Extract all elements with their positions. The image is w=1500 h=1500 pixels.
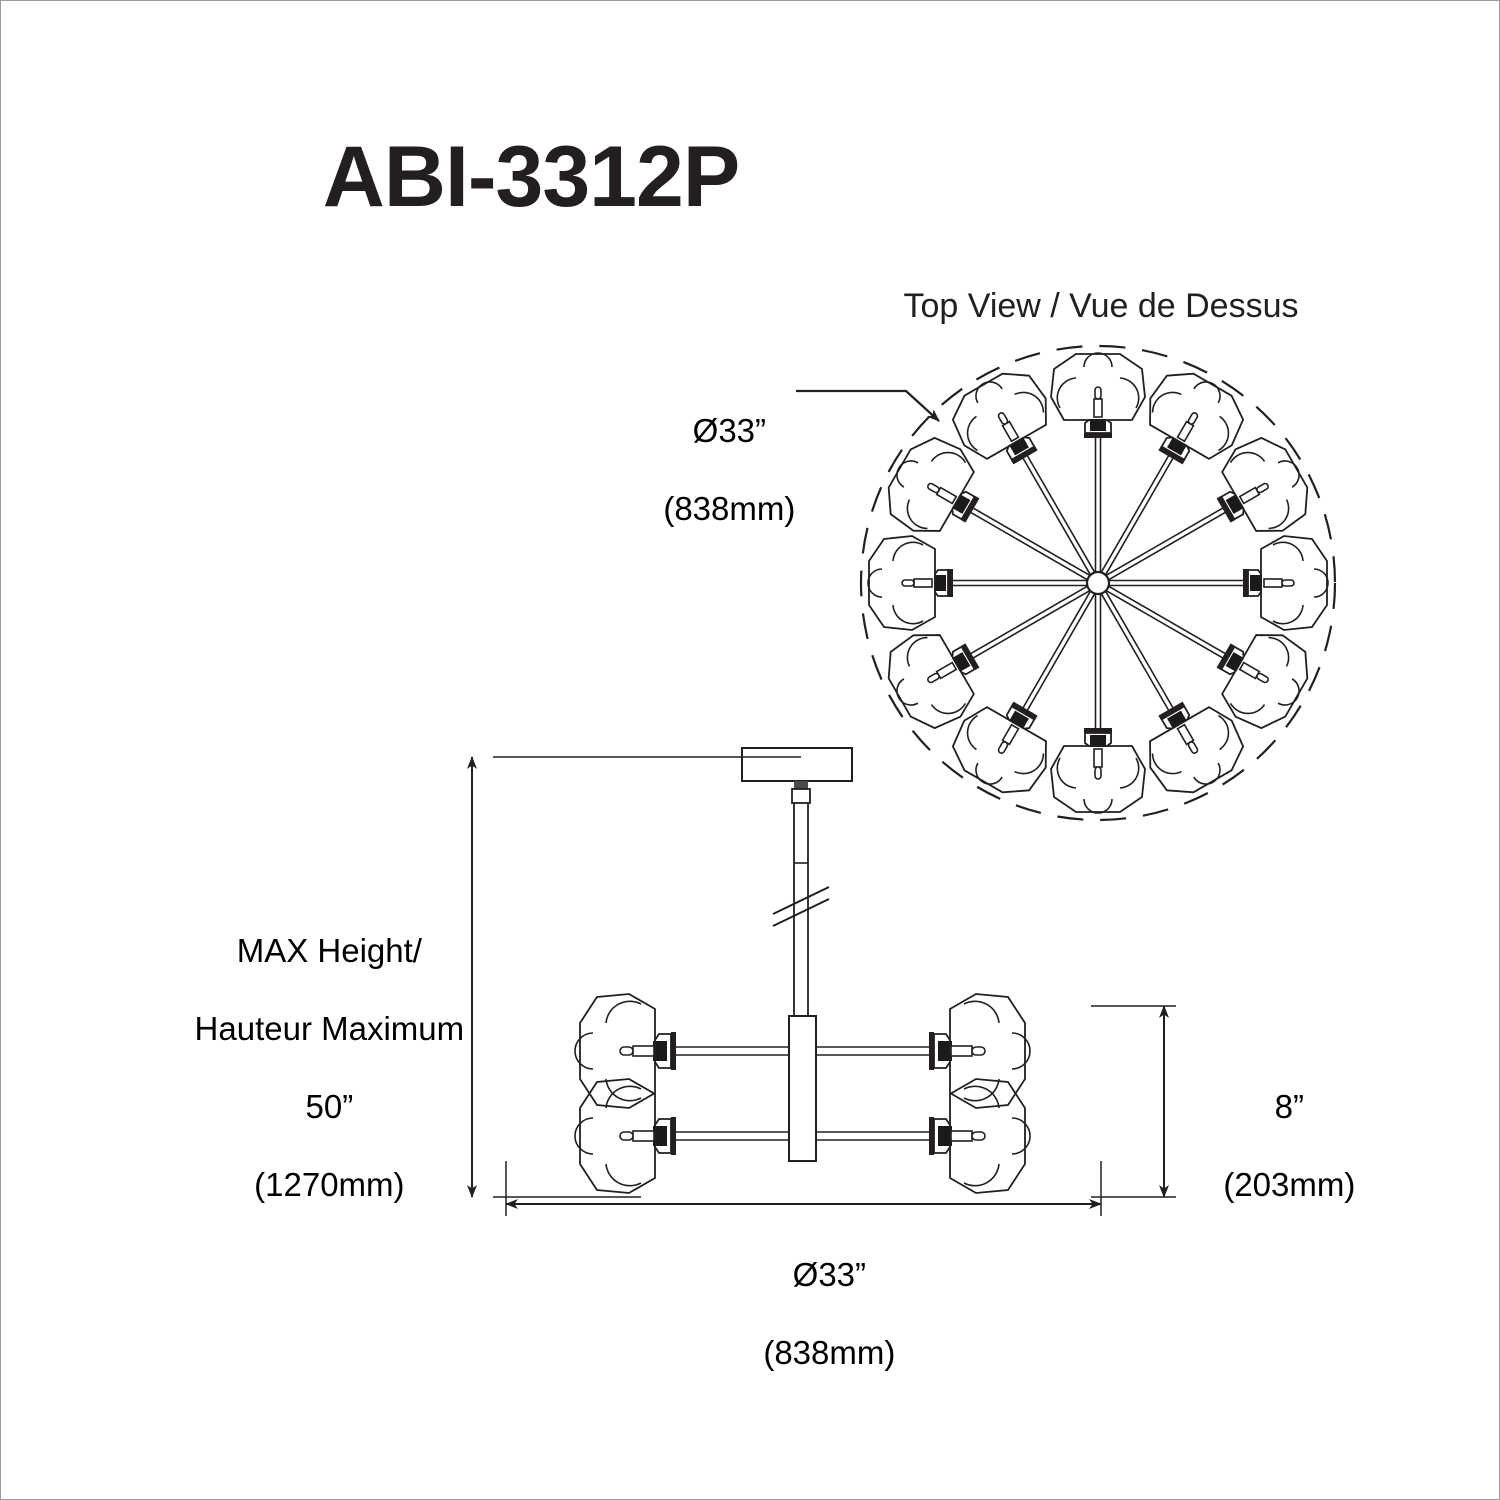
front-view-arm-lower-right	[816, 1079, 1030, 1193]
max-height-label-line-2: Hauteur Maximum	[194, 1009, 465, 1047]
max-height-metric: (1270mm)	[254, 1165, 405, 1203]
top-diameter-dimension-label: Ø33” (838mm)	[576, 373, 846, 568]
bottom-diameter-dimension-label: Ø33” (838mm)	[666, 1217, 956, 1412]
top-diameter-metric: (838mm)	[663, 489, 796, 527]
bottom-diameter-imperial: Ø33”	[792, 1255, 867, 1293]
stem-break-symbol-lower	[772, 898, 830, 927]
max-height-dimension-label: MAX Height/ Hauteur Maximum 50” (1270mm)	[141, 893, 481, 1243]
page-title: ABI-3312P	[322, 129, 740, 225]
top-view-arm	[1050, 352, 1146, 576]
canopy-plate	[741, 747, 853, 782]
front-view-arm-upper-right	[816, 994, 1030, 1108]
top-view-center-hub	[1085, 570, 1111, 596]
top-view-diameter-circle	[859, 344, 1337, 822]
max-height-imperial: 50”	[305, 1087, 354, 1125]
top-view-arm	[1050, 590, 1146, 814]
shade-height-metric: (203mm)	[1223, 1165, 1356, 1203]
top-diameter-imperial: Ø33”	[692, 411, 767, 449]
max-height-label-line-1: MAX Height/	[236, 931, 422, 969]
shade-height-dimension-label: 8” (203mm)	[1161, 1049, 1381, 1244]
front-view-arm-lower-left	[574, 1078, 790, 1194]
top-view-heading: Top View / Vue de Dessus	[903, 287, 1299, 325]
front-view-arm-upper-left	[574, 993, 790, 1109]
shade-height-imperial: 8”	[1274, 1087, 1305, 1125]
canopy-connector	[794, 781, 808, 789]
top-view-arm	[867, 535, 1091, 631]
bottom-diameter-metric: (838mm)	[763, 1333, 896, 1371]
top-view-arm	[1105, 535, 1329, 631]
center-body-front	[788, 1015, 817, 1162]
top-diameter-leader-line	[796, 389, 940, 422]
stem-break-symbol-upper	[772, 886, 830, 915]
dimension-lines	[467, 756, 1176, 1216]
stem-coupling	[791, 788, 811, 804]
front-view-drawing	[574, 747, 1030, 1194]
top-view-drawing	[796, 344, 1337, 822]
